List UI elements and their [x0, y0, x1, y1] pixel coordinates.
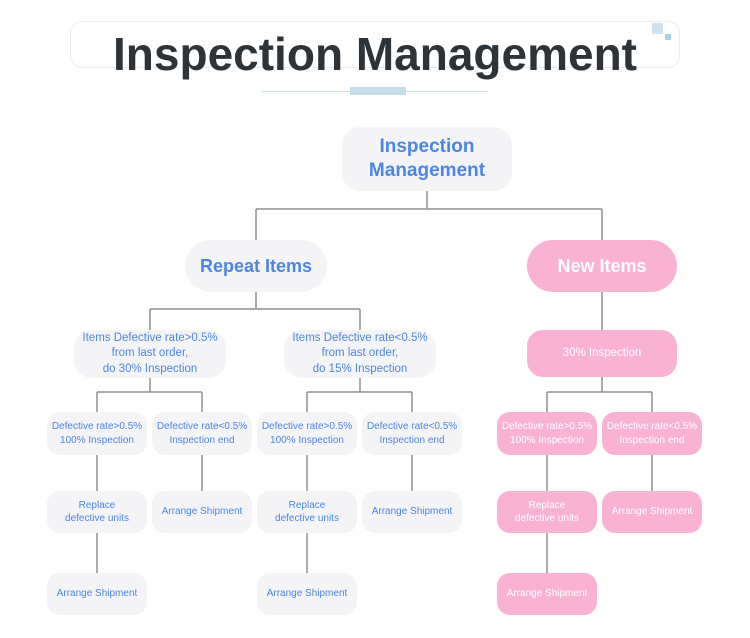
- node-branch3-final-arrange-shipment: Arrange Shipment: [497, 573, 597, 615]
- node-branch2-defective-high: Defective rate>0.5% 100% Inspection: [257, 412, 357, 455]
- connector-new-fork: [546, 377, 653, 412]
- node-root: Inspection Management: [342, 127, 512, 191]
- node-branch2-replace-units: Replace defective units: [257, 491, 357, 533]
- title-card: [70, 21, 680, 68]
- node-repeat-condition-low: Items Defective rate<0.5% from last orde…: [284, 330, 436, 378]
- decor-square-small-icon: [665, 34, 671, 40]
- node-repeat-items: Repeat Items: [185, 240, 327, 292]
- node-repeat-condition-high: Items Defective rate>0.5% from last orde…: [74, 330, 226, 378]
- node-branch3-replace-units: Replace defective units: [497, 491, 597, 533]
- node-branch1-arrange-shipment: Arrange Shipment: [152, 491, 252, 533]
- node-branch3-defective-high: Defective rate>0.5% 100% Inspection: [497, 412, 597, 455]
- connector-row5-to-row6: [96, 533, 548, 573]
- title-underline-accent: [350, 87, 406, 95]
- node-new-30-inspection: 30% Inspection: [527, 330, 677, 377]
- connector-cond-low-fork: [306, 378, 413, 412]
- node-branch3-arrange-shipment: Arrange Shipment: [602, 491, 702, 533]
- node-branch2-final-arrange-shipment: Arrange Shipment: [257, 573, 357, 615]
- node-branch3-defective-low: Defective rate<0.5% Inspection end: [602, 412, 702, 455]
- node-new-items: New Items: [527, 240, 677, 292]
- node-branch2-defective-low: Defective rate<0.5% Inspection end: [362, 412, 462, 455]
- node-branch1-defective-low: Defective rate<0.5% Inspection end: [152, 412, 252, 455]
- node-branch2-arrange-shipment: Arrange Shipment: [362, 491, 462, 533]
- node-branch1-defective-high: Defective rate>0.5% 100% Inspection: [47, 412, 147, 455]
- connector-row4-to-row5: [96, 455, 653, 491]
- node-branch1-final-arrange-shipment: Arrange Shipment: [47, 573, 147, 615]
- connector-repeat-fork: [149, 292, 361, 330]
- decor-square-icon: [652, 23, 663, 34]
- node-branch1-replace-units: Replace defective units: [47, 491, 147, 533]
- connector-cond-high-fork: [96, 378, 203, 412]
- page-title: Inspection Management: [113, 28, 637, 80]
- connector-root-fork: [255, 191, 603, 240]
